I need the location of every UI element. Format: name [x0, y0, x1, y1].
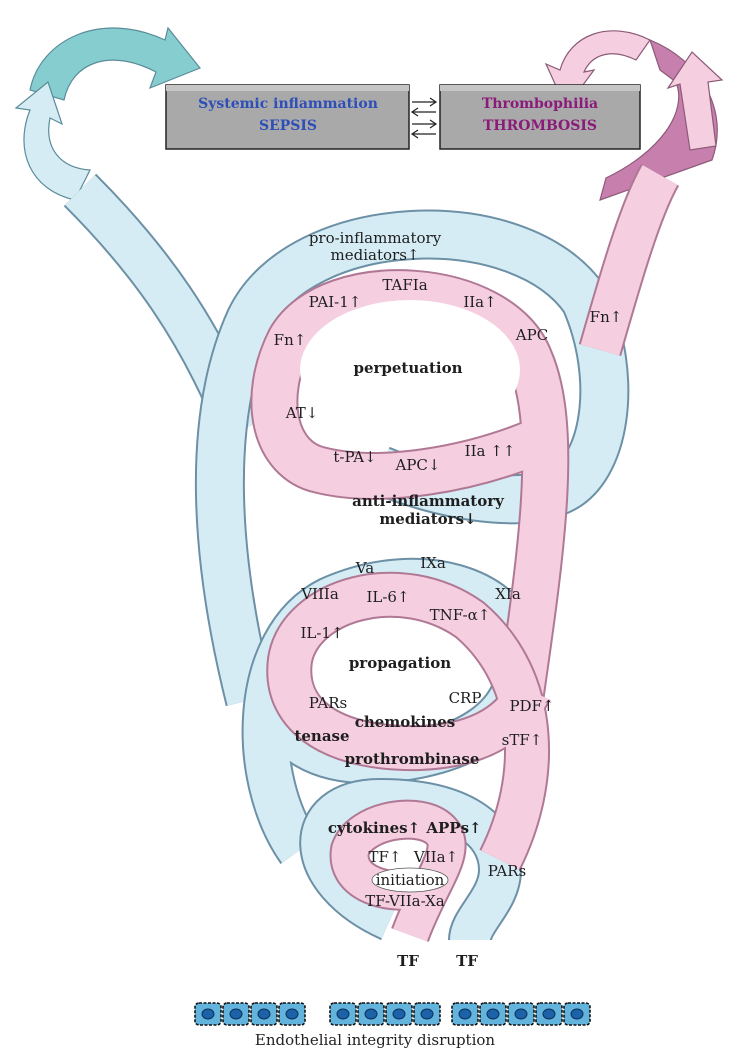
endothelial-cell — [195, 1003, 221, 1025]
tf-right-label: TF — [456, 952, 478, 970]
endothelial-cell — [330, 1003, 356, 1025]
viiia-label: VIIIa — [300, 585, 339, 603]
thrombosis-box: Thrombophilia THROMBOSIS — [440, 85, 640, 149]
iia-up-label: IIa↑ — [463, 293, 496, 311]
fn-right-label: Fn↑ — [590, 308, 623, 326]
thrombosis-title-line2: THROMBOSIS — [483, 118, 597, 134]
at-label: AT↓ — [285, 404, 319, 422]
xia-label: XIa — [495, 585, 521, 603]
pars-bottom-label: PARs — [488, 862, 527, 880]
viia-up-label: VIIa↑ — [413, 848, 458, 866]
endothelial-cell — [223, 1003, 249, 1025]
endothelial-cell — [414, 1003, 440, 1025]
endothelial-cell — [508, 1003, 534, 1025]
propagation-label: propagation — [349, 654, 451, 672]
sepsis-box: Systemic inflammation SEPSIS — [166, 85, 409, 149]
pai-label: PAI-1↑ — [309, 293, 362, 311]
pdf-label: PDF↑ — [509, 697, 554, 715]
endothelial-cell — [564, 1003, 590, 1025]
pro-inflammatory-mediators-label: mediators↑ — [331, 246, 420, 264]
endothelial-cell — [452, 1003, 478, 1025]
pro-inflammatory-label: pro-inflammatory — [309, 229, 442, 247]
ixa-label: IXa — [420, 554, 446, 572]
endothelial-cell-layer — [195, 1003, 590, 1025]
tpa-label: t-PA↓ — [333, 448, 376, 466]
tenase-label: tenase — [294, 727, 349, 745]
iia-up2-label: IIa ↑↑ — [465, 442, 516, 460]
anti-inflammatory-label: anti-inflammatory — [352, 492, 505, 510]
il6-label: IL-6↑ — [366, 588, 409, 606]
endothelial-disruption-caption: Endothelial integrity disruption — [255, 1031, 496, 1049]
pars-mid-label: PARs — [309, 694, 348, 712]
chemokines-label: chemokines — [355, 713, 455, 731]
tf-viia-xa-label: TF-VIIa-Xa — [365, 892, 445, 910]
endothelial-cell — [480, 1003, 506, 1025]
tnf-label: TNF-α↑ — [430, 606, 491, 624]
apc-down-label: APC↓ — [395, 456, 441, 474]
endothelial-cell — [358, 1003, 384, 1025]
endothelial-cell — [536, 1003, 562, 1025]
sepsis-title-line2: SEPSIS — [259, 118, 317, 134]
crp-label: CRP — [449, 689, 482, 707]
left-bottom-arrow — [16, 82, 90, 200]
endothelial-cell — [386, 1003, 412, 1025]
fn-left-label: Fn↑ — [274, 331, 307, 349]
il1-label: IL-1↑ — [300, 624, 343, 642]
endothelial-cell — [279, 1003, 305, 1025]
sepsis-title-line1: Systemic inflammation — [198, 96, 378, 112]
initiation-label: initiation — [376, 871, 445, 889]
apc-label: APC — [515, 326, 548, 344]
tf-left-label: TF — [397, 952, 419, 970]
cytokines-label: cytokines↑ — [328, 819, 420, 837]
thrombosis-title-line1: Thrombophilia — [482, 96, 598, 112]
box-connectors — [412, 98, 436, 138]
perpetuation-label: perpetuation — [353, 359, 462, 377]
tafia-label: TAFIa — [382, 276, 427, 294]
apps-label: APPs↑ — [425, 819, 481, 837]
endothelial-cell — [251, 1003, 277, 1025]
va-label: Va — [355, 559, 374, 577]
anti-inflammatory-mediators-label: mediators↓ — [379, 510, 476, 528]
tf-up-label: TF↑ — [369, 848, 402, 866]
stf-label: sTF↑ — [502, 731, 543, 749]
prothrombinase-label: prothrombinase — [345, 750, 480, 768]
